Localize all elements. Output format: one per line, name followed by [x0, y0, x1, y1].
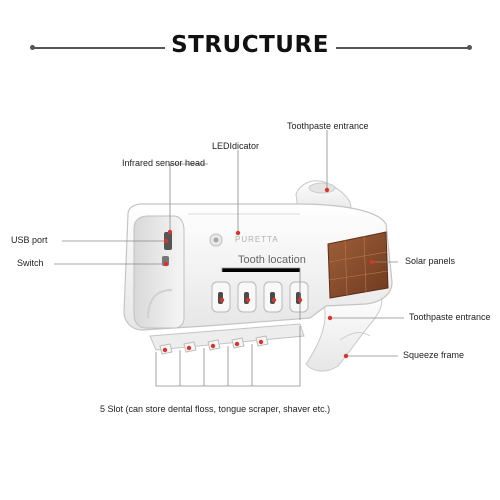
label-squeeze-frame: Squeeze frame [403, 350, 465, 360]
title-row: STRUCTURE [0, 28, 500, 68]
device-body [123, 180, 393, 372]
label-switch: Switch [17, 258, 44, 268]
title-rule-right [336, 45, 472, 50]
label-usb-port: USB port [11, 235, 48, 245]
label-infrared-sensor: Infrared sensor head [122, 158, 206, 168]
title-rule-left [30, 45, 165, 50]
brand-logo: PURETTA [235, 235, 279, 244]
tooth-location-bracket [221, 267, 301, 272]
label-solar-panels: Solar panels [405, 256, 456, 266]
label-five-slot: 5 Slot (can store dental floss, tongue s… [100, 404, 331, 414]
page-title: STRUCTURE [171, 32, 329, 58]
leader-lines [54, 130, 404, 387]
label-led-indicator: LEDIdicator [212, 141, 260, 151]
tooth-location-label: Tooth location [238, 254, 306, 266]
label-toothpaste-entrance-side: Toothpaste entrance [409, 312, 491, 322]
callout-markers [162, 187, 375, 359]
label-toothpaste-entrance-top: Toothpaste entrance [287, 121, 369, 131]
